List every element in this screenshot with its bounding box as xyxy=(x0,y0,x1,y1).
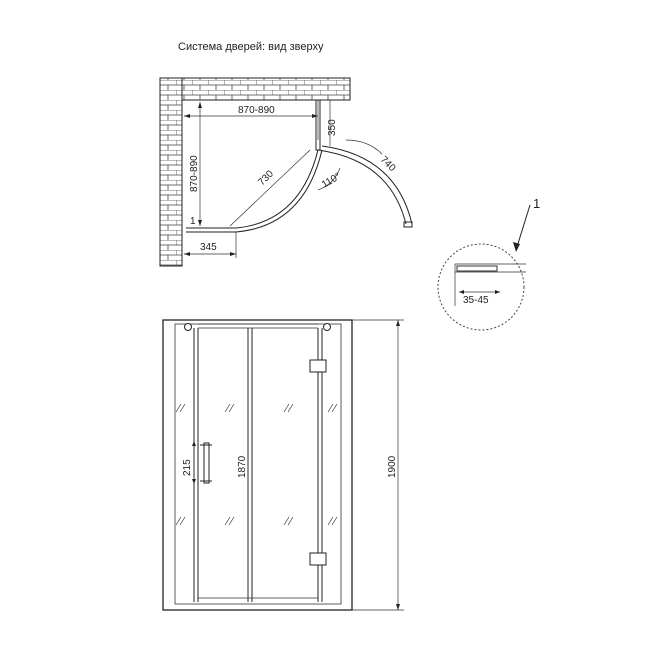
hinge-top xyxy=(309,359,327,373)
detail-view: 35-45 1 xyxy=(437,196,540,331)
wall-top xyxy=(159,77,351,101)
width-label: 870-890 xyxy=(238,105,275,116)
enclosure-frame xyxy=(162,319,353,611)
depth-label: 870-890 xyxy=(189,155,200,192)
wall-callout: 1 xyxy=(190,216,196,227)
offset-label: 345 xyxy=(200,242,217,253)
wall-left xyxy=(159,77,183,267)
detail-callout: 1 xyxy=(533,196,540,211)
door-handle xyxy=(203,442,210,484)
panel-height-label: 1870 xyxy=(237,455,248,478)
gap-label: 35-45 xyxy=(463,295,489,306)
top-view: 870-890 870-890 350 730 740 xyxy=(159,77,413,267)
door-label: 740 xyxy=(378,154,398,174)
handle-label: 215 xyxy=(182,459,193,476)
hinge-bottom xyxy=(309,552,327,566)
front-view: 215 1870 1900 xyxy=(162,319,404,611)
angle-label: 110° xyxy=(320,171,343,191)
side-panel-label: 350 xyxy=(327,119,338,136)
total-height-label: 1900 xyxy=(387,455,398,478)
diagram-title: Система дверей: вид зверху xyxy=(178,41,324,53)
